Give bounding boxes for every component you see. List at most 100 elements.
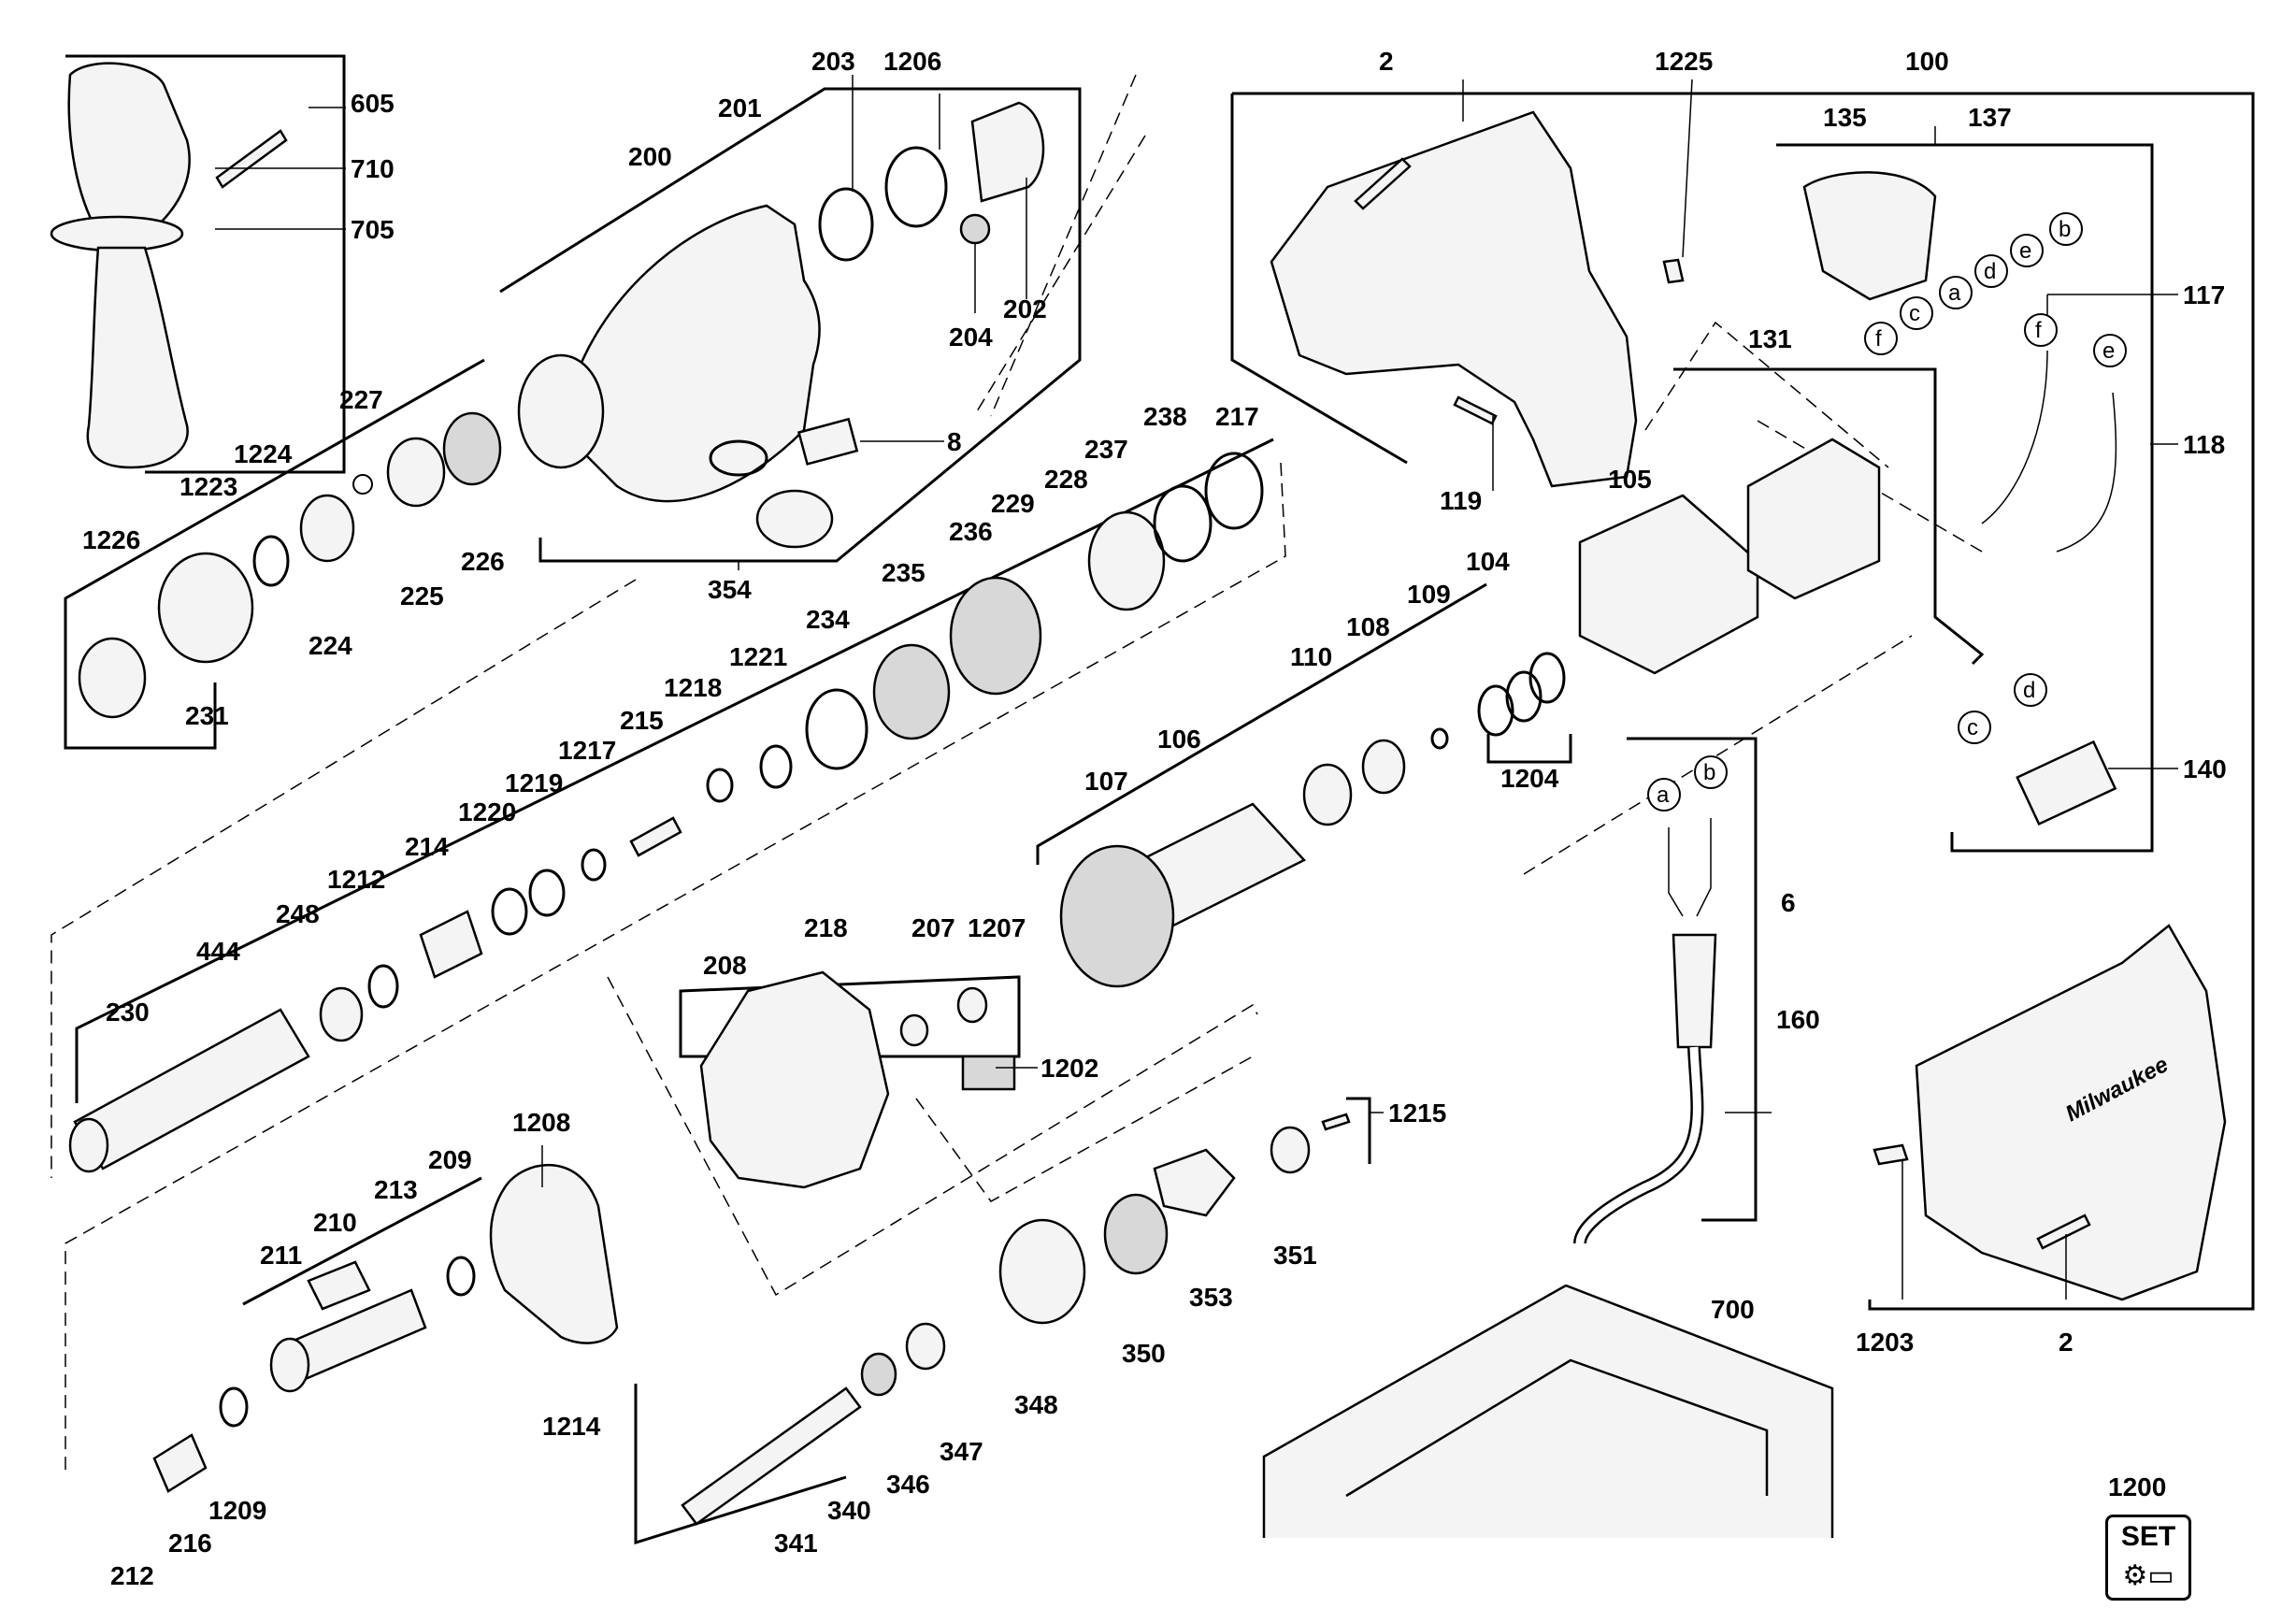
cord-tag-b: b — [1703, 760, 1715, 785]
callout-8: 8 — [947, 427, 962, 456]
callout-1208: 1208 — [512, 1108, 570, 1137]
frame-motor-housing-right — [1232, 92, 2255, 1311]
screw-2b — [2036, 1214, 2091, 1250]
callout-210: 210 — [313, 1208, 357, 1237]
frame-brush-holder — [1673, 367, 1985, 666]
frame-cord — [1627, 737, 1758, 1222]
callout-236: 236 — [949, 517, 993, 546]
callout-213: 213 — [374, 1175, 418, 1204]
gasket-1208 — [489, 1163, 619, 1344]
sleeve-211 — [269, 1337, 310, 1393]
frame-bearing-flange — [679, 975, 1021, 1058]
housing-half-100 — [1270, 110, 1638, 488]
callout-216: 216 — [168, 1529, 212, 1558]
flange-218 — [699, 970, 890, 1189]
callout-1206: 1206 — [883, 47, 941, 76]
callout-1212: 1212 — [327, 865, 385, 894]
ring-1217 — [581, 848, 607, 882]
set-badge-text: SET — [2120, 1521, 2176, 1552]
frame-intermediate-shaft — [75, 438, 1274, 1103]
callout-160: 160 — [1776, 1005, 1820, 1034]
shaft-gear-assembly — [681, 1113, 1351, 1526]
callout-444: 444 — [196, 937, 240, 966]
callout-1221: 1221 — [729, 642, 787, 671]
ring-1209 — [219, 1386, 249, 1428]
carry-case-assembly — [1262, 1284, 1834, 1538]
switch-tag-f: f — [1875, 326, 1882, 352]
cord-6-inner — [1575, 1046, 1701, 1244]
shaft-341 — [681, 1386, 862, 1526]
callout-105: 105 — [1608, 465, 1652, 494]
ring-109 — [1430, 727, 1449, 750]
motor-housing-assembly — [1270, 110, 2227, 1301]
callout-212: 212 — [110, 1561, 154, 1590]
ring-1219 — [528, 869, 566, 917]
cord-wire-b — [1696, 818, 1712, 917]
threaded-rod-605 — [215, 129, 288, 189]
ring-217 — [1204, 452, 1264, 530]
callout-204: 204 — [949, 323, 993, 352]
callout-211: 211 — [260, 1241, 302, 1270]
callout-1209: 1209 — [208, 1496, 266, 1525]
frame-chuck-front — [64, 358, 485, 750]
callout-705: 705 — [351, 215, 395, 244]
gear-housing-assembly — [517, 101, 1045, 549]
washer-347 — [905, 1322, 946, 1371]
switch-tag-a: a — [1948, 280, 1961, 306]
callout-347: 347 — [940, 1437, 983, 1466]
callout-109: 109 — [1407, 580, 1451, 609]
callout-1226: 1226 — [82, 525, 140, 554]
bearing-351 — [1270, 1126, 1311, 1174]
callout-201: 201 — [718, 93, 762, 122]
ring-238 — [1153, 484, 1213, 563]
callout-137: 137 — [1968, 103, 2012, 132]
side-handle-grip — [86, 246, 189, 469]
switch-tag-d: d — [1984, 259, 1996, 284]
washer-224 — [299, 494, 355, 563]
frame-armature — [1036, 582, 1487, 865]
pad-1202 — [961, 1055, 1016, 1091]
spring-1204c — [1528, 652, 1566, 704]
callout-2-top: 2 — [1379, 47, 1394, 76]
callout-1204: 1204 — [1500, 764, 1559, 793]
callout-1219: 1219 — [505, 768, 563, 797]
callout-248: 248 — [276, 899, 320, 928]
screw-119 — [1453, 395, 1498, 425]
callout-100: 100 — [1905, 47, 1949, 76]
callout-1200: 1200 — [2108, 1472, 2166, 1501]
callout-207: 207 — [911, 913, 955, 942]
pin-1225 — [1662, 258, 1685, 284]
ring-234 — [805, 688, 868, 770]
gear-236 — [949, 576, 1042, 696]
suppressor-tag-d: d — [2023, 678, 2035, 703]
ring-203 — [818, 187, 874, 262]
side-handle-clamp — [67, 62, 191, 226]
spring-1204a — [1477, 684, 1514, 737]
fan-107 — [1059, 844, 1175, 988]
callout-238: 238 — [1143, 402, 1187, 431]
screw-2a — [1354, 157, 1412, 210]
cord-tag-a: a — [1657, 783, 1670, 808]
housing-nose — [517, 353, 605, 469]
ring-209 — [446, 1256, 476, 1297]
callout-1207: 1207 — [968, 913, 1026, 942]
callout-226: 226 — [461, 547, 505, 576]
switch-tag-c: c — [1909, 301, 1920, 326]
set-badge: SET ⚙▭ — [2105, 1515, 2191, 1601]
callout-209: 209 — [428, 1145, 472, 1174]
motor-housing-complete — [1915, 924, 2227, 1301]
callout-107: 107 — [1084, 767, 1128, 796]
side-handle-assembly — [50, 62, 288, 469]
ring-1221 — [759, 744, 793, 789]
callout-1218: 1218 — [664, 673, 722, 702]
callout-1203: 1203 — [1856, 1328, 1914, 1357]
callout-231: 231 — [185, 701, 229, 730]
group-frames — [64, 54, 2255, 1545]
spindle-216 — [152, 1433, 208, 1493]
frame-switch — [1776, 143, 2154, 853]
callout-1215: 1215 — [1388, 1099, 1446, 1127]
case-lid-window — [1345, 1358, 1769, 1498]
frame-gear-housing — [499, 87, 1082, 563]
frame-1215 — [1346, 1097, 1371, 1164]
callout-119: 119 — [1440, 486, 1482, 515]
